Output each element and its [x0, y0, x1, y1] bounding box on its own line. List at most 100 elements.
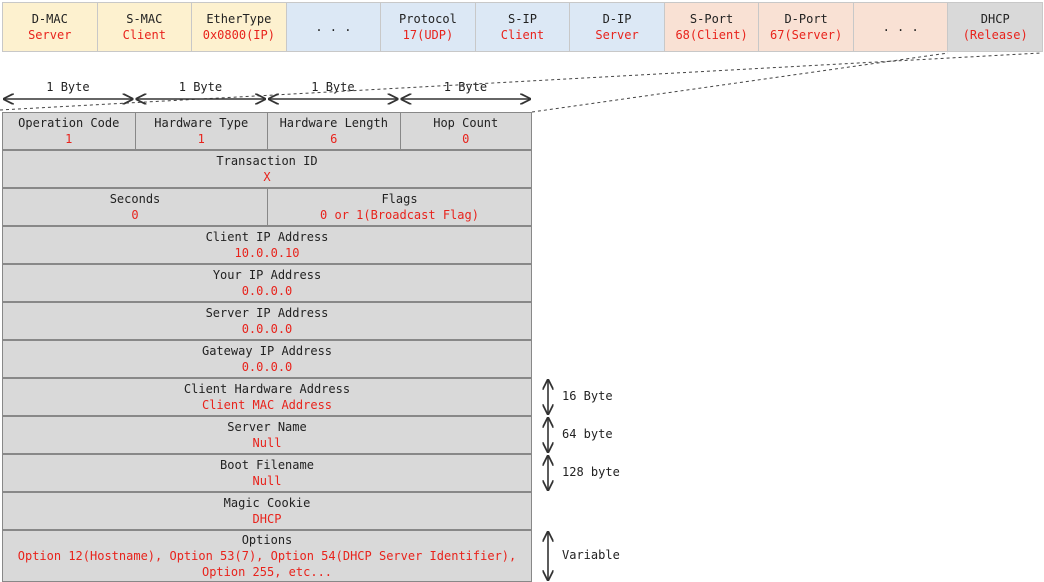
field-name: Gateway IP Address	[201, 344, 333, 358]
field-seconds: Seconds 0	[2, 188, 268, 226]
header-cell-value: 0x0800(IP)	[202, 28, 275, 42]
header-cell-value: (Release)	[962, 28, 1028, 42]
byte-label: 1 Byte	[311, 80, 355, 94]
byte-label: 1 Byte	[46, 80, 90, 94]
field-client-ip-address: Client IP Address 10.0.0.10	[2, 226, 532, 264]
field-value: 0	[462, 132, 470, 146]
field-value: X	[263, 170, 271, 184]
field-value: Option 12(Hostname), Option 53(7), Optio…	[17, 549, 517, 563]
field-name: Flags	[381, 192, 418, 206]
field-name: Client IP Address	[205, 230, 329, 244]
header-cell-name: DHCP	[980, 12, 1010, 26]
field-transaction-id: Transaction ID X	[2, 150, 532, 188]
header-cell-s-ip: S-IP Client	[474, 2, 571, 52]
field-flags: Flags 0 or 1(Broadcast Flag)	[267, 188, 532, 226]
field-your-ip-address: Your IP Address 0.0.0.0	[2, 264, 532, 302]
header-cell-value: 68(Client)	[675, 28, 748, 42]
field-value: Client MAC Address	[201, 398, 333, 412]
header-cell-value: Client	[500, 28, 545, 42]
header-cell-d-port: D-Port 67(Server)	[758, 2, 854, 52]
field-value: 0	[131, 208, 139, 222]
field-name: Boot Filename	[220, 458, 314, 472]
zoom-guide-left	[531, 52, 949, 113]
field-value: 0.0.0.0	[241, 322, 293, 336]
header-cell-dhcp: DHCP (Release)	[947, 2, 1043, 52]
field-name: Your IP Address	[212, 268, 322, 282]
field-value: 6	[330, 132, 338, 146]
header-cell-name: S-IP	[508, 12, 537, 26]
packet-row: Your IP Address 0.0.0.0	[2, 264, 532, 302]
field-name: Server IP Address	[205, 306, 329, 320]
header-cell-ellipsis-9: . . .	[852, 2, 949, 52]
field-hop-count: Hop Count 0	[399, 112, 532, 150]
header-cell-name: Protocol	[399, 12, 457, 26]
field-name: Server Name	[227, 420, 307, 434]
field-size-label: 16 Byte	[562, 389, 613, 403]
header-cell-value: Server	[28, 28, 72, 42]
field-value: Null	[252, 474, 282, 488]
field-operation-code: Operation Code 1	[2, 112, 136, 150]
field-name: Magic Cookie	[223, 496, 311, 510]
field-value: 1	[65, 132, 73, 146]
header-cell-value: 17(UDP)	[402, 28, 454, 42]
field-name: Transaction ID	[216, 154, 318, 168]
field-name: Hardware Type	[154, 116, 249, 130]
header-cell-name: D-MAC	[31, 12, 68, 26]
header-cell-protocol: Protocol 17(UDP)	[380, 2, 476, 52]
field-value: Null	[252, 436, 282, 450]
header-cell-value: Client	[122, 28, 166, 42]
header-cell-value: 67(Server)	[770, 28, 843, 42]
field-size-label: 128 byte	[562, 465, 620, 479]
zoom-guide-right	[0, 52, 1042, 111]
header-cell-d-ip: D-IP Server	[569, 2, 665, 52]
field-name: Client Hardware Address	[183, 382, 351, 396]
header-cell-name: S-MAC	[126, 12, 163, 26]
field-name: Options	[241, 533, 293, 547]
frame-header-row: D-MAC Server S-MAC Client EtherType 0x0800(IP…	[2, 2, 1043, 52]
header-cell-value: Server	[595, 28, 639, 42]
packet-row: Operation Code 1 Hardware Type 1 Hardware Le…	[2, 112, 532, 150]
header-cell-name: D-IP	[602, 12, 632, 26]
header-cell-name: EtherType	[206, 12, 272, 26]
header-cell-name: S-Port	[689, 12, 734, 26]
field-name: Operation Code	[18, 116, 120, 130]
field-value: 0.0.0.0	[241, 284, 293, 298]
header-cell-value: . . .	[315, 20, 352, 34]
field-value: 1	[197, 132, 205, 146]
packet-row: Transaction ID X	[2, 150, 532, 188]
field-value: 0 or 1(Broadcast Flag)	[320, 208, 479, 222]
packet-row: Seconds 0 Flags 0 or 1(Broadcast Flag)	[2, 188, 532, 226]
field-value-continued: Option 255, etc...	[201, 565, 333, 579]
field-gateway-ip-address: Gateway IP Address 0.0.0.0	[2, 340, 532, 378]
field-name: Hop Count	[433, 116, 499, 130]
header-cell-name: D-Port	[784, 12, 828, 26]
header-cell-ethertype: EtherType 0x0800(IP)	[191, 2, 287, 52]
field-value: 10.0.0.10	[234, 246, 300, 260]
byte-label: 1 Byte	[443, 80, 488, 94]
field-hardware-type: Hardware Type 1	[134, 112, 268, 150]
header-cell-s-port: S-Port 68(Client)	[663, 2, 760, 52]
field-value: DHCP	[252, 512, 282, 526]
packet-row: Gateway IP Address 0.0.0.0	[2, 340, 532, 378]
field-name: Hardware Length	[279, 116, 388, 130]
header-cell-d-mac: D-MAC Server	[2, 2, 98, 52]
field-name: Seconds	[109, 192, 161, 206]
packet-row: Server IP Address 0.0.0.0	[2, 302, 532, 340]
field-server-ip-address: Server IP Address 0.0.0.0	[2, 302, 532, 340]
field-value: 0.0.0.0	[241, 360, 293, 374]
header-cell-value: . . .	[882, 20, 919, 34]
packet-row: Client IP Address 10.0.0.10	[2, 226, 532, 264]
field-hardware-length: Hardware Length 6	[267, 112, 401, 150]
field-size-label: Variable	[562, 548, 620, 562]
